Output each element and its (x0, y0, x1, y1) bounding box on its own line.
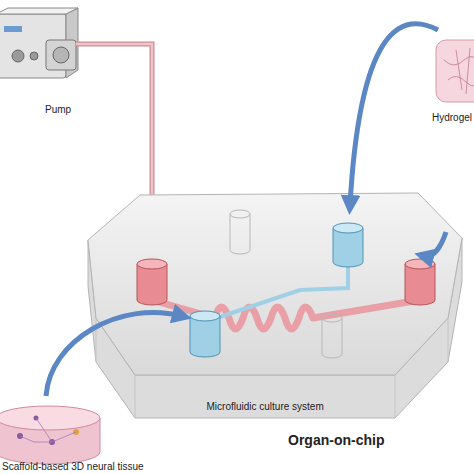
illustration-part (333, 223, 363, 233)
illustration-part (190, 311, 220, 321)
hydrogel-reservoir-blue (333, 223, 363, 267)
illustration-part (4, 26, 22, 32)
illustration-part (53, 47, 69, 63)
part-label: Microfluidic culture system (207, 401, 324, 413)
illustration-part (0, 406, 100, 430)
pump-device (0, 8, 78, 78)
illustration-part (322, 314, 342, 322)
illustration-part (20, 418, 76, 442)
outlet-reservoir-red (405, 259, 435, 305)
illustration-part (395, 375, 396, 418)
illustration-part (12, 50, 24, 62)
illustration-part (137, 259, 167, 269)
microfluidic-chip (88, 193, 462, 418)
illustration-part (436, 40, 474, 102)
neural-tissue-scaffold (0, 406, 100, 464)
figure-title-label: Organ-on-chip (288, 432, 384, 448)
illustration-part (444, 48, 474, 94)
illustration-part (135, 375, 136, 418)
part-label: Hydrogel (432, 112, 472, 124)
hydrogel-channel (205, 262, 348, 322)
hydrogel-sample (436, 40, 474, 102)
tissue-reservoir-blue (190, 311, 220, 357)
illustration-part (30, 52, 38, 60)
illustration-part (46, 312, 182, 396)
illustration-part (405, 259, 435, 269)
part-label: Scaffold-based 3D neural tissue (2, 461, 144, 473)
part-label: Pump (45, 104, 71, 116)
illustration-part (137, 264, 167, 305)
illustration-part (230, 214, 250, 254)
illustration-part (405, 264, 435, 305)
illustration-part (322, 318, 342, 358)
illustration-part (333, 228, 363, 267)
illustration-part (350, 24, 438, 205)
empty-port (230, 210, 342, 358)
callout-arrows (46, 24, 446, 396)
illustration-part (46, 40, 76, 70)
illustration-part (88, 193, 462, 375)
illustration-part (190, 316, 220, 357)
illustration-part (448, 318, 449, 362)
illustration-part (0, 8, 78, 14)
inlet-reservoir-red (137, 259, 167, 305)
illustration-part (424, 232, 446, 256)
illustration-part (230, 210, 250, 218)
